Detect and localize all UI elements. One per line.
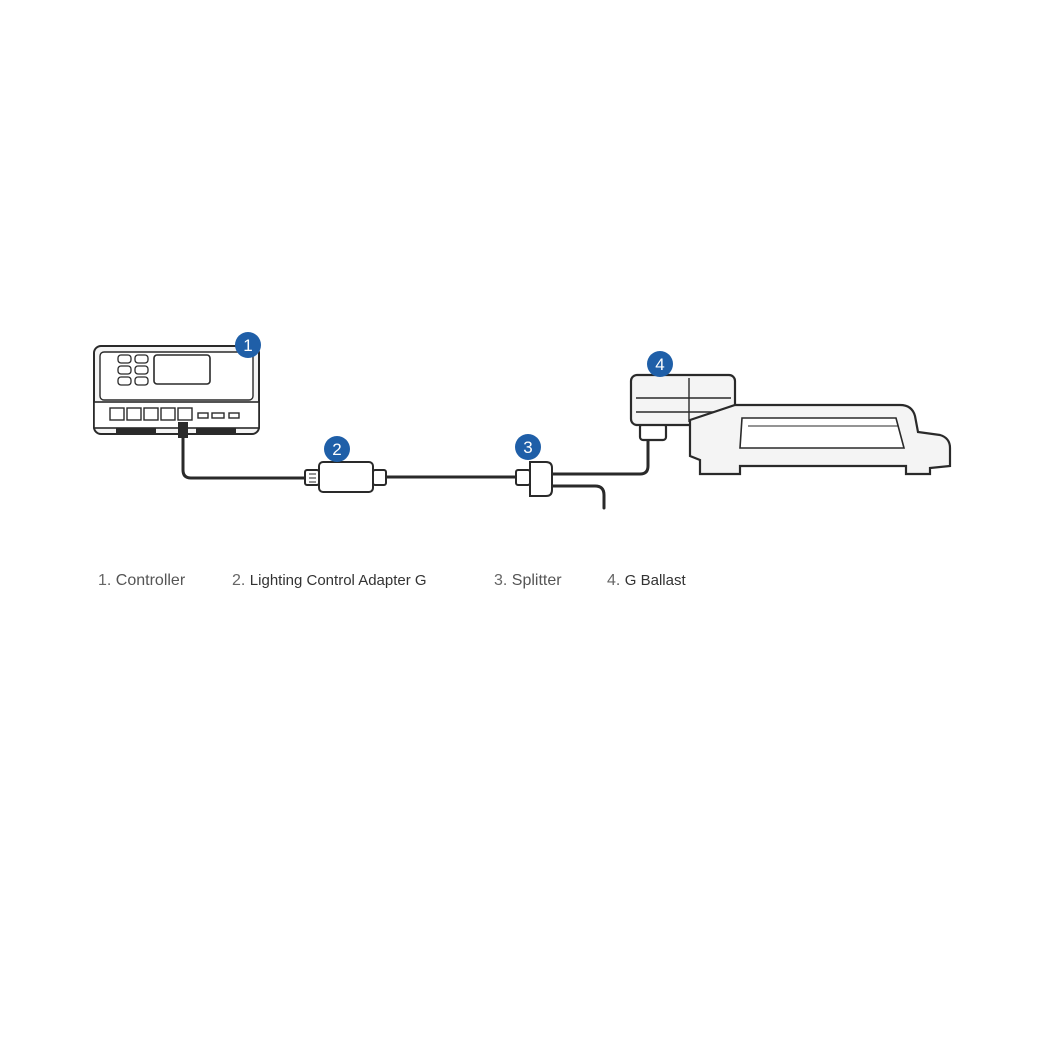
ballast-device	[629, 373, 952, 476]
caption-number: 1.	[98, 572, 112, 589]
caption-text: Controller	[115, 572, 186, 589]
lighting-control-adapter-device	[304, 461, 387, 493]
controller-keypad	[117, 354, 149, 386]
controller-device	[93, 345, 260, 438]
splitter-device	[515, 461, 553, 497]
caption-splitter: 3. Splitter	[494, 572, 562, 590]
svg-text:4: 4	[655, 355, 664, 374]
caption-controller: 1. Controller	[98, 572, 185, 590]
caption-text: Splitter	[511, 572, 562, 589]
svg-text:1: 1	[243, 336, 252, 355]
caption-number: 2.	[232, 572, 246, 589]
caption-g-ballast: 4. G Ballast	[607, 572, 686, 590]
cable-splitter-to-ballast	[550, 438, 650, 476]
caption-text: Lighting Control Adapter G	[249, 572, 427, 589]
badge-1: 1	[235, 332, 261, 358]
badge-3: 3	[515, 434, 541, 460]
svg-text:3: 3	[523, 438, 532, 457]
caption-number: 4.	[607, 572, 621, 589]
controller-screen	[153, 354, 211, 385]
caption-number: 3.	[494, 572, 508, 589]
badge-4: 4	[647, 351, 673, 377]
svg-text:2: 2	[332, 440, 341, 459]
controller-ports	[109, 407, 240, 421]
caption-text: G Ballast	[624, 572, 686, 589]
cable-controller-to-adapter	[181, 436, 307, 480]
cable-splitter-branch	[550, 484, 606, 510]
cables	[181, 436, 650, 510]
caption-lighting-control-adapter: 2. Lighting Control Adapter G	[232, 572, 427, 590]
badge-2: 2	[324, 436, 350, 462]
